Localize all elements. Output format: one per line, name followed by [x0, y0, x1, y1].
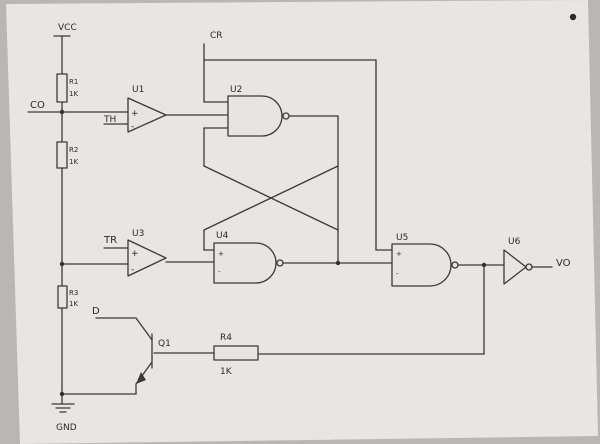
junction-latch: [335, 260, 341, 266]
vo-label: VO: [556, 258, 571, 269]
u4-plus: +: [218, 250, 224, 258]
r1-value: 1K: [69, 90, 78, 98]
u5-label: U5: [396, 233, 408, 243]
r1-label: R1: [69, 78, 78, 86]
supply-rail: [53, 35, 71, 405]
u2-label: U2: [230, 85, 242, 95]
u3-plus: +: [131, 249, 139, 259]
nand-gate-u5: [391, 243, 452, 287]
r3-label: R3: [69, 289, 78, 297]
transistor-q1: [61, 317, 153, 395]
buffer-u6: [503, 249, 527, 285]
junction-gnd: [59, 391, 65, 397]
r2-value: 1K: [69, 158, 78, 166]
u5-minus: -: [396, 270, 399, 278]
u3-label: U3: [132, 229, 144, 239]
nand-gate-u4: [213, 242, 277, 284]
latch-feedback-wires: [203, 115, 339, 264]
u4-label: U4: [216, 231, 229, 241]
comparator-u3: [127, 239, 167, 277]
ground-symbol: [51, 403, 75, 413]
nand-gate-u2: [227, 95, 283, 137]
d-label: D: [92, 306, 100, 317]
r4-value: 1K: [220, 367, 233, 377]
resistor-r1: [56, 73, 68, 103]
u3-minus: -: [131, 265, 134, 275]
u1-minus: -: [131, 122, 134, 132]
u1-label: U1: [132, 85, 144, 95]
u2-inverter-bubble: [282, 112, 290, 120]
u6-inverter-bubble: [525, 263, 533, 271]
r2-label: R2: [69, 146, 78, 154]
resistor-r3: [57, 285, 68, 309]
cr-wire: [203, 43, 393, 251]
resistor-r2: [56, 141, 68, 169]
co-label: CO: [30, 100, 45, 111]
tr-label: TR: [103, 235, 117, 246]
u5-plus: +: [396, 250, 402, 258]
u4-minus: -: [218, 268, 221, 276]
r3-value: 1K: [69, 300, 78, 308]
paper-sheet: [6, 0, 598, 444]
gnd-label: GND: [56, 423, 77, 433]
cr-label: CR: [210, 31, 223, 41]
u4-inverter-bubble: [276, 259, 284, 267]
comparator-u1: [127, 97, 167, 133]
u5-inverter-bubble: [451, 261, 459, 269]
u6-label: U6: [508, 237, 521, 247]
u1-plus: +: [131, 109, 139, 119]
r4-label: R4: [220, 333, 232, 343]
ink-spot: [569, 13, 577, 21]
q1-label: Q1: [158, 339, 171, 349]
resistor-r4: [213, 345, 259, 361]
vcc-label: VCC: [58, 23, 77, 33]
th-label: TH: [103, 115, 116, 125]
